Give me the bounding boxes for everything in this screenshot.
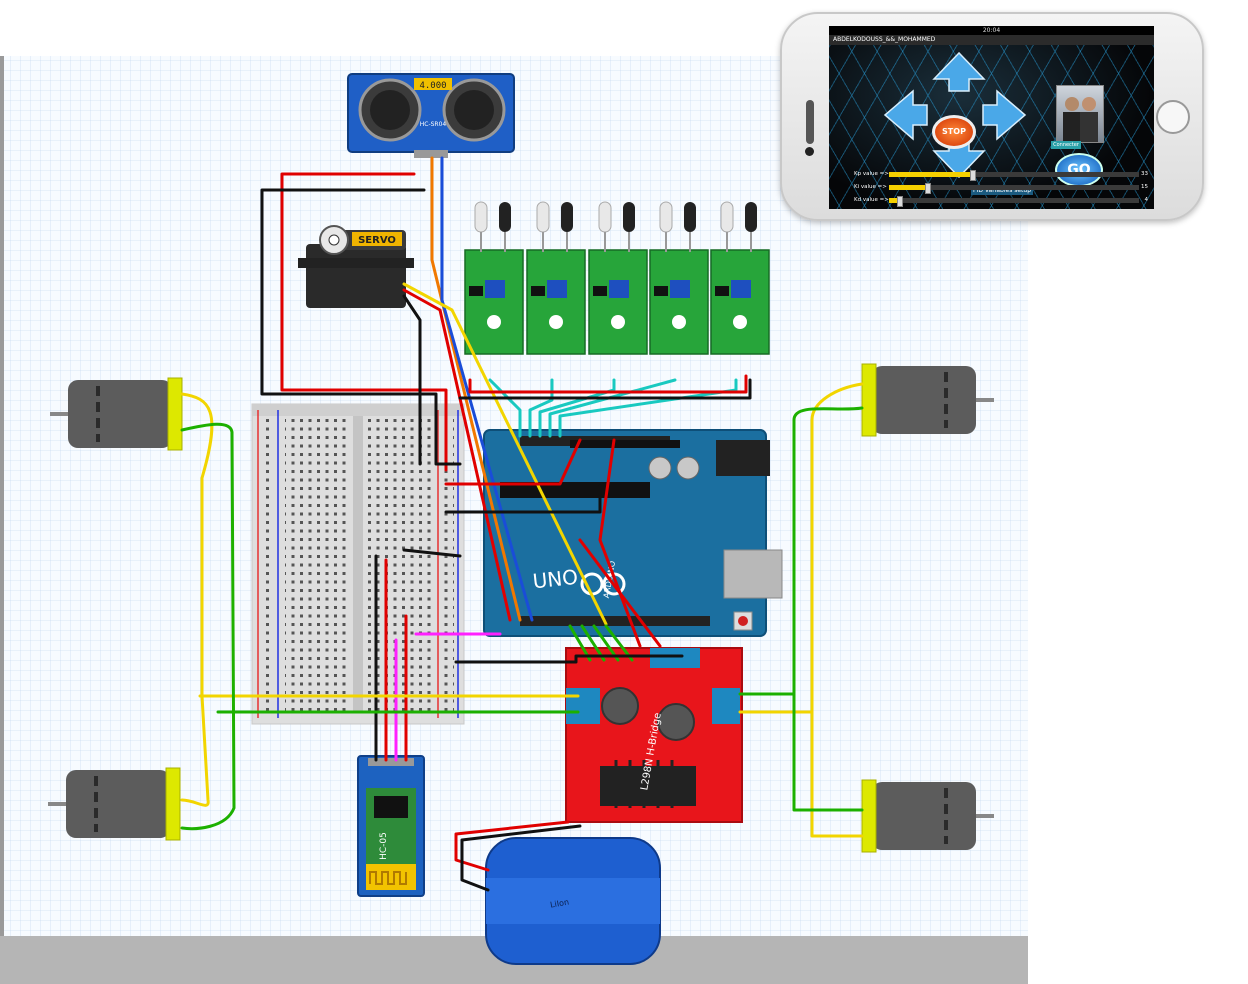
wire-sensor-gnd	[458, 378, 752, 400]
wire-right-motor-green	[738, 692, 864, 812]
wire-servo-signal	[402, 282, 608, 626]
phone-camera	[805, 147, 814, 156]
dc-motors	[48, 363, 994, 853]
wire-hbridge-ctrl-4	[604, 624, 634, 662]
arrow-right-icon[interactable]	[982, 89, 1027, 141]
wire-right-front-yellow	[810, 382, 864, 714]
wire-battery-red	[454, 820, 570, 872]
wire-arduino-gnd	[444, 484, 602, 514]
wire-hbridge-ctrl-3	[592, 624, 620, 662]
wire-right-motor-yellow	[738, 710, 864, 838]
ki-slider[interactable]	[889, 183, 1139, 194]
wire-sensor-vcc	[468, 374, 748, 394]
arrow-left-icon[interactable]	[883, 89, 928, 141]
wire-bt-4	[402, 548, 462, 558]
servo-motor: SERVO	[298, 225, 414, 308]
ultrasonic-label: HC-SR04	[420, 121, 447, 128]
wire-hbridge-red-1	[598, 438, 642, 648]
wire-arduino-5v	[444, 438, 582, 486]
team-photo	[1056, 85, 1104, 143]
pid-row-kp: Kp value => 33	[834, 170, 1150, 181]
pid-label: Ki value =>	[854, 184, 887, 190]
app-title: ABDELKODOUSS_&&_MOHAMMED	[833, 36, 936, 43]
motor-rear-left	[48, 767, 181, 841]
arduino-label: UNO	[531, 565, 579, 594]
bluetooth-module: HC-05	[357, 755, 425, 897]
motor-rear-right	[861, 779, 994, 853]
line-sensor-array	[464, 201, 770, 355]
battery-label: LiIon	[549, 897, 569, 909]
pid-value: 33	[1141, 171, 1148, 177]
line-sensor-2	[526, 201, 586, 355]
wire-right-front-green	[792, 406, 864, 696]
wire-servo-gnd	[402, 294, 422, 466]
breadboard	[251, 403, 465, 725]
wire-hbridge-ctrl-1	[568, 624, 592, 662]
wire-sensor-2	[528, 378, 554, 438]
wire-hbridge-gnd	[454, 654, 684, 664]
wire-gnd-ultrasonic	[260, 188, 462, 466]
phone-device: 20:04 ABDELKODOUSS_&&_MOHAMMED STOP Conn…	[780, 12, 1204, 221]
wire-left-front-yellow	[180, 392, 214, 807]
h-bridge-driver: L298N H-Bridge	[565, 647, 743, 823]
pid-value: 4	[1144, 197, 1149, 203]
kp-slider[interactable]	[889, 170, 1139, 181]
wiring	[180, 156, 864, 892]
motor-front-right	[861, 363, 994, 437]
line-sensor-3	[588, 201, 648, 355]
connect-button[interactable]: Connecter	[1051, 141, 1081, 149]
pid-row-ki: Ki value => 15	[834, 183, 1150, 194]
wire-trig	[430, 156, 522, 622]
wire-hbridge-ctrl-2	[580, 624, 606, 662]
wire-left-front-green	[180, 422, 236, 831]
battery-pack: LiIon	[485, 837, 661, 965]
line-sensor-4	[649, 201, 709, 355]
pid-row-kd: Kd value => 4	[834, 196, 1150, 207]
status-time: 20:04	[982, 27, 1001, 34]
arrow-up-icon[interactable]	[932, 51, 986, 92]
phone-screen: 20:04 ABDELKODOUSS_&&_MOHAMMED STOP Conn…	[829, 26, 1154, 209]
kd-slider[interactable]	[889, 196, 1139, 207]
pid-title: PID Variables setup	[971, 187, 1034, 195]
wire-sensor-1	[488, 378, 522, 438]
stop-button[interactable]: STOP	[932, 115, 976, 149]
wire-battery-black	[460, 824, 582, 892]
bluetooth-label: HC-05	[379, 832, 389, 860]
wire-sensor-5	[558, 378, 738, 438]
wire-servo-vcc	[402, 288, 512, 622]
phone-home-button[interactable]	[1156, 100, 1190, 134]
ultrasonic-sensor: 4.000 HC-SR04	[347, 73, 515, 158]
pid-value: 15	[1141, 184, 1148, 190]
line-sensor-5	[710, 201, 770, 355]
pid-label: Kp value =>	[854, 171, 889, 177]
wire-hbridge-red-2	[578, 538, 662, 648]
line-sensor-1	[464, 201, 524, 355]
phone-speaker	[806, 100, 814, 144]
wire-sensor-3	[538, 378, 616, 438]
motor-front-left	[50, 377, 183, 451]
pid-label: Kd value =>	[854, 197, 889, 203]
wire-vcc-ultrasonic	[280, 172, 448, 472]
ultrasonic-display: 4.000	[419, 81, 446, 91]
status-bar: 20:04	[829, 26, 1154, 35]
arduino-uno: UNO ARDUINO	[483, 429, 783, 637]
servo-label: SERVO	[358, 235, 396, 246]
